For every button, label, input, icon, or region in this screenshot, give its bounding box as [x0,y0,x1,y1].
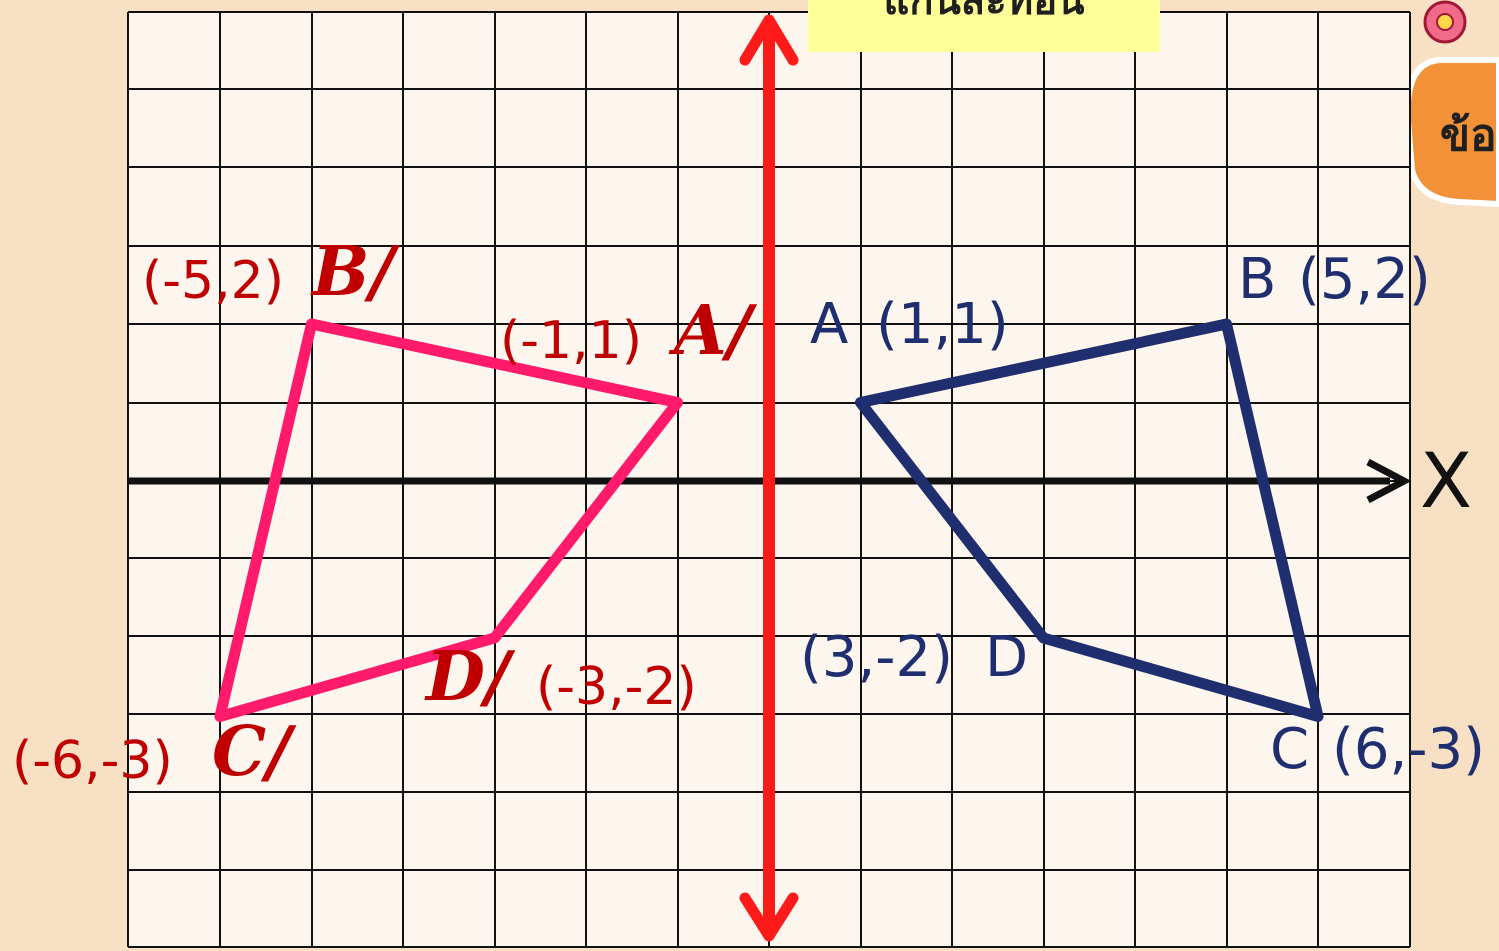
x-axis: X [128,436,1472,525]
title-text: แกนสะท้อน [884,0,1085,24]
vertex-b-name: B [1238,247,1276,312]
original-labels: A (1,1) B (5,2) C (6,-3) (3,-2) D [800,247,1485,782]
vertex-d-prime-coord: (-3,-2) [536,657,697,717]
topic-badge-label: ข้อ [1440,110,1497,161]
reflection-labels: (-1,1) A/ (-5,2) B/ (-6,-3) C/ D/ (-3,-2… [12,232,758,792]
vertex-b-coord: (5,2) [1298,247,1431,312]
vertex-a-prime-name: A/ [668,291,758,371]
vertex-a-coord: (1,1) [876,292,1009,357]
vertex-c-coord: (6,-3) [1332,717,1485,782]
vertex-d-name: D [985,625,1028,690]
x-axis-label: X [1420,436,1472,525]
original-quadrilateral [855,318,1324,722]
vertex-a-prime-coord: (-1,1) [500,311,642,371]
vertex-a-name: A [810,292,848,357]
title-sticker: แกนสะท้อน [808,0,1160,52]
vertex-b-prime-name: B/ [310,232,400,312]
vertex-c-prime-name: C/ [212,712,297,792]
vertex-c-prime-coord: (-6,-3) [12,731,173,791]
topic-badge: ข้อ [1404,57,1499,208]
vertex-b-prime-coord: (-5,2) [142,251,284,311]
reflected-quadrilateral [214,318,683,722]
vertex-d-prime-name: D/ [424,637,516,717]
vertex-d-coord: (3,-2) [800,625,953,690]
mirror-line [739,14,799,942]
vertex-c-name: C [1270,717,1309,782]
flower-icon [1423,0,1467,44]
